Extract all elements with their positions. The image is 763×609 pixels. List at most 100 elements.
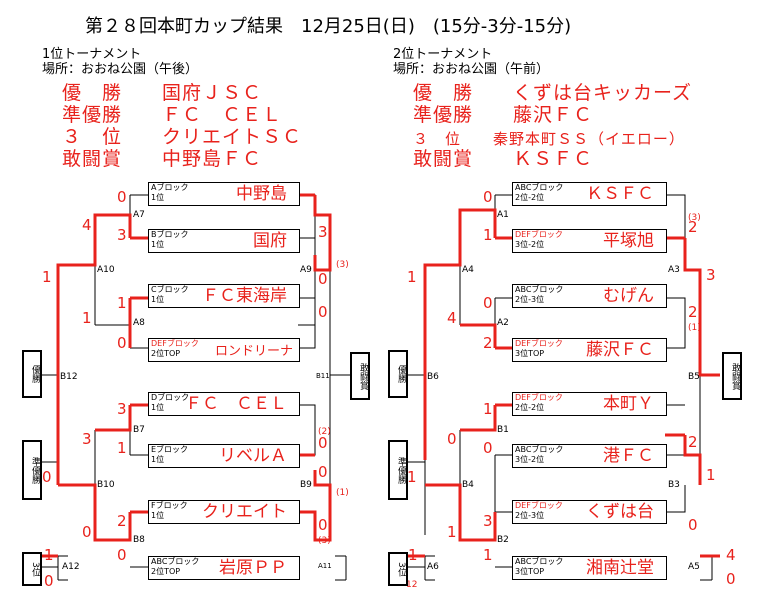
right-award-winner: 優 勝 くずは台キッカーズ [413, 82, 693, 104]
rank-label: 2位-3位 [515, 511, 545, 520]
left-award-kantou: 敢闘賞 中野島ＦＣ [62, 148, 263, 170]
score: 0 [688, 516, 698, 534]
score-pk: (2) [318, 427, 331, 437]
score: 0 [318, 463, 328, 481]
score: 2 [117, 512, 127, 530]
score: 1 [483, 546, 493, 564]
right-heading: 2位トーナメント [393, 47, 493, 62]
team-name: 岩原ＰＰ [219, 558, 287, 578]
score: 1 [483, 226, 493, 244]
block-label: Cブロック [151, 285, 189, 294]
team-name: 港ＦＣ [603, 446, 654, 466]
score: 4 [726, 546, 736, 564]
rank-label: 1位 [151, 193, 165, 202]
left-third-box: 3位 [22, 552, 42, 586]
team-name: 本町Ｙ [603, 394, 654, 414]
right-third-box: 3位 [388, 552, 408, 586]
match-code-b3: B3 [668, 480, 680, 490]
score: 0 [42, 468, 52, 486]
left-winner-box: 優勝 [22, 350, 42, 398]
rank-label: 2位-2位 [515, 403, 545, 412]
right-venue: 場所：おおね公園（午前） [393, 62, 550, 77]
score: 4 [447, 309, 457, 327]
match-code-a1: A1 [497, 210, 509, 220]
match-code-a11: A11 [318, 562, 332, 570]
score: 2 [688, 433, 698, 451]
score-pk: (3) [336, 260, 349, 270]
score: 0 [483, 439, 493, 457]
score: 1 [408, 546, 418, 564]
rank-label: 3位-2位 [515, 455, 545, 464]
score: 1 [117, 439, 127, 457]
right-award-runnerup: 準優勝 藤沢ＦＣ [413, 104, 594, 126]
match-code-b2: B2 [497, 535, 509, 545]
match-code-b7: B7 [133, 425, 145, 435]
left-award-third: ３ 位 クリエイトＳＣ [62, 126, 303, 148]
score: 0 [483, 188, 493, 206]
block-label: ABCブロック [151, 557, 200, 566]
score: 3 [82, 430, 92, 448]
score: 1 [82, 309, 92, 327]
left-heading: 1位トーナメント [42, 47, 142, 62]
match-code-b12: B12 [60, 372, 78, 382]
score: 0 [447, 430, 457, 448]
team-name: ロンドリーナ [214, 344, 293, 359]
block-label: Aブロック [151, 183, 189, 192]
block-label: DEFブロック [515, 501, 563, 510]
rank-label: 1位 [151, 511, 165, 520]
block-label: ABCブロック [515, 445, 564, 454]
score: 1 [407, 468, 417, 486]
rank-label: 3位-2位 [515, 240, 545, 249]
score: 1 [117, 294, 127, 312]
match-code-a8: A8 [133, 318, 145, 328]
match-code-a6: A6 [427, 562, 439, 572]
team-name: むげん [603, 286, 654, 306]
block-label: ABCブロック [515, 557, 564, 566]
match-code-b1: B1 [497, 425, 509, 435]
left-runnerup-box: 準優勝 [22, 440, 42, 500]
block-label: ABCブロック [515, 183, 564, 192]
page-title: 第２８回本町カップ結果 12月25日(日) (15分-3分-15分) [85, 16, 572, 37]
right-kantou-box: 敢闘賞 [722, 352, 742, 400]
left-award-runnerup: 準優勝 ＦＣ ＣＥＬ [62, 104, 283, 126]
score: 0 [117, 188, 127, 206]
team-name: 国府 [253, 231, 287, 251]
team-name: ＦＣ ＣＥＬ [185, 394, 287, 414]
block-label: Bブロック [151, 230, 189, 239]
match-code-a12: A12 [62, 562, 80, 572]
score: 0 [318, 270, 328, 288]
rank-label: 1位 [151, 240, 165, 249]
left-award-winner: 優 勝 国府ＪＳＣ [62, 82, 263, 104]
block-label: ABCブロック [515, 285, 564, 294]
right-award-third: ３ 位 秦野本町ＳＳ（イエロー） [413, 130, 685, 148]
block-label: Eブロック [151, 445, 189, 454]
rank-label: 2位-2位 [515, 193, 545, 202]
rank-label: 2位TOP [151, 567, 181, 576]
team-name: ＦＣ東海岸 [202, 286, 287, 306]
score: 0 [117, 334, 127, 352]
left-kantou-box: 敢闘賞 [350, 352, 370, 400]
score: 3 [706, 266, 716, 284]
score: 0 [318, 434, 328, 452]
match-code-b10: B10 [97, 480, 115, 490]
score: 0 [318, 303, 328, 321]
match-code-a2: A2 [497, 318, 509, 328]
score: 0 [82, 523, 92, 541]
match-code-a10: A10 [97, 265, 115, 275]
rank-label: 2位-3位 [515, 295, 545, 304]
match-code-a7: A7 [133, 210, 145, 220]
block-label: DEFブロック [515, 339, 563, 348]
rank-label: 3位TOP [515, 567, 545, 576]
rank-label: 1位 [151, 455, 165, 464]
